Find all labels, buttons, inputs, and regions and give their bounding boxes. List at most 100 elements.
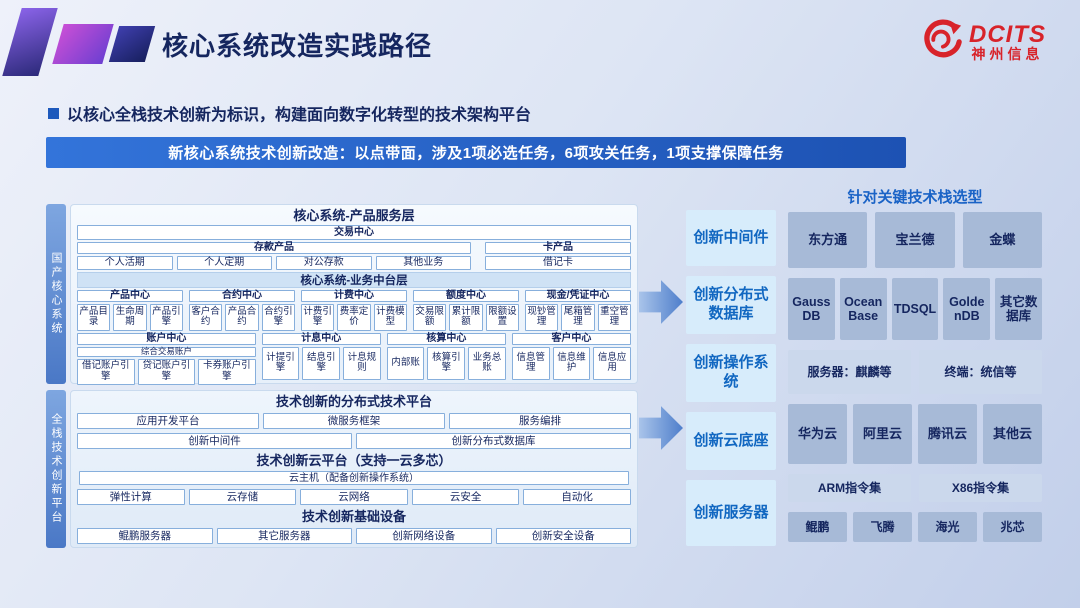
module-box: 计提引擎 [261, 346, 300, 380]
innovation-os-box: 创新操作系统 [686, 344, 776, 402]
module-box: 现钞管理 [525, 304, 559, 331]
module-box: 核算引擎 [427, 346, 466, 380]
module-box: 产品引擎 [149, 304, 183, 331]
right-arrow-icon [639, 280, 683, 324]
cloud-platform-title: 技术创新云平台（支持一云多芯） [256, 452, 452, 468]
deposit-products-header: 存款产品 [77, 242, 472, 254]
module-box: 合约引擎 [261, 304, 295, 331]
module-box: 卡券账户引擎 [198, 358, 256, 385]
infra-device-box: 创新网络设备 [356, 527, 492, 544]
module-box: 尾箱管理 [561, 304, 595, 331]
tech-platform-panel: 技术创新的分布式技术平台 应用开发平台微服务框架服务编排 创新中间件创新分布式数… [70, 390, 638, 548]
group-items: 内部账核算引擎业务总账 [386, 346, 506, 380]
platform-box: 应用开发平台 [77, 412, 259, 429]
center-group-customer: 客户中心 信息管理信息维护信息应用 [511, 332, 631, 380]
os-vendor-box: 终端：统信等 [919, 350, 1042, 394]
deposit-product-box: 对公存款 [276, 256, 372, 270]
innovation-server-box: 创新服务器 [686, 480, 776, 546]
page-title: 核心系统改造实践路径 [162, 31, 433, 61]
card-products-row: 借记卡 [485, 256, 631, 270]
group-items: 计提引擎结息引擎计息规则 [261, 346, 381, 380]
center-group-limit: 额度中心 交易限额累计限额限额设置 [413, 290, 519, 331]
cloud-host-box: 云主机（配备创新操作系统） [79, 471, 629, 486]
deposit-product-box: 个人定期 [176, 256, 273, 270]
cloud-vendor-box: 腾讯云 [918, 404, 977, 464]
database-vendor-box: OceanBase [839, 278, 887, 340]
group-items: 现钞管理尾箱管理重空管理 [525, 304, 631, 331]
module-box: 信息管理 [511, 346, 550, 380]
center-group-interest: 计息中心 计提引擎结息引擎计息规则 [261, 332, 381, 380]
group-title: 计息中心 [261, 332, 381, 345]
group-title: 账户中心 [77, 332, 256, 345]
module-box: 生命周期 [113, 304, 147, 331]
business-row-2: 账户中心 综合交易账户 借记账户引擎贷记账户引擎卡券账户引擎 计息中心 计提引擎… [77, 332, 631, 385]
logo-company: 神州信息 [971, 45, 1044, 62]
cloud-vendors-row: 华为云阿里云腾讯云其他云 [788, 404, 1042, 464]
database-vendor-box: 其它数据库 [995, 278, 1042, 340]
middleware-vendor-box: 金蝶 [962, 212, 1042, 268]
distributed-platform-row-2: 创新中间件创新分布式数据库 [77, 432, 631, 449]
group-title: 客户中心 [511, 332, 631, 345]
distributed-platform-row-1: 应用开发平台微服务框架服务编排 [77, 412, 631, 429]
group-title: 合约中心 [189, 290, 295, 302]
innovation-middleware-box: 创新中间件 [686, 210, 776, 266]
core-system-panel: 核心系统-产品服务层 交易中心 存款产品 个人活期个人定期对公存款其他业务 卡产… [70, 204, 638, 385]
cloud-vendor-box: 华为云 [788, 404, 847, 464]
module-box: 产品合约 [225, 304, 259, 331]
platform-box: 服务编排 [449, 412, 631, 429]
tech-stack-title: 针对关键技术栈选型 [847, 189, 983, 206]
module-box: 费率定价 [337, 304, 371, 331]
os-vendors-row: 服务器：麒麟等终端：统信等 [788, 350, 1042, 394]
module-box: 信息维护 [552, 346, 591, 380]
banner: 新核心系统技术创新改造：以点带面，涉及1项必选任务，6项攻关任务，1项支撑保障任… [46, 137, 906, 168]
module-box: 限额设置 [485, 304, 519, 331]
group-items: 借记账户引擎贷记账户引擎卡券账户引擎 [77, 358, 256, 385]
module-box: 贷记账户引擎 [137, 358, 196, 385]
group-items: 客户合约产品合约合约引擎 [189, 304, 295, 331]
module-box: 计费模型 [373, 304, 407, 331]
right-arrow-icon [639, 406, 683, 450]
os-vendor-box: 服务器：麒麟等 [788, 350, 911, 394]
module-box: 重空管理 [597, 304, 631, 331]
middleware-vendors-row: 东方通宝兰德金蝶 [788, 212, 1042, 268]
platform-box: 微服务框架 [263, 412, 445, 429]
bullet-square-icon [48, 107, 59, 119]
deposit-product-column: 存款产品 个人活期个人定期对公存款其他业务 [77, 242, 472, 270]
middleware-vendor-box: 宝兰德 [875, 212, 955, 268]
database-vendor-box: TDSQL [891, 278, 939, 340]
group-items: 交易限额累计限额限额设置 [413, 304, 519, 331]
group-title: 额度中心 [413, 290, 519, 302]
module-box: 信息应用 [593, 346, 631, 380]
subtitle: 以核心全栈技术创新为标识，构建面向数字化转型的技术架构平台 [48, 101, 531, 125]
cloud-vendor-box: 其他云 [983, 404, 1042, 464]
group-title: 核算中心 [386, 332, 506, 345]
chip-vendor-box: 海光 [918, 512, 977, 542]
header-decoration-icon [108, 26, 156, 62]
database-vendor-box: GoldenDB [943, 278, 991, 340]
distributed-platform-title: 技术创新的分布式技术平台 [275, 394, 432, 409]
infrastructure-row: 鲲鹏服务器其它服务器创新网络设备创新安全设备 [77, 527, 631, 544]
card-products-header: 卡产品 [485, 242, 631, 254]
header-decoration-icon [2, 8, 58, 76]
transaction-center-box: 交易中心 [77, 225, 631, 240]
platform-box: 创新中间件 [77, 432, 352, 449]
deposit-product-box: 个人活期 [77, 256, 173, 270]
account-sub-band: 综合交易账户 [77, 346, 256, 357]
cloud-service-box: 自动化 [523, 489, 631, 506]
cloud-service-box: 弹性计算 [77, 489, 185, 506]
middleware-vendor-box: 东方通 [788, 212, 868, 268]
group-title: 产品中心 [77, 290, 183, 302]
deposit-products-row: 个人活期个人定期对公存款其他业务 [77, 256, 472, 270]
module-box: 交易限额 [413, 304, 447, 331]
sidebar-label-domestic-core: 国产核心系统 [46, 204, 66, 384]
chip-vendor-box: 兆芯 [983, 512, 1042, 542]
module-box: 结息引擎 [302, 346, 341, 380]
logo-text: DCITS 神州信息 [969, 20, 1046, 62]
center-group-product: 产品中心 产品目录生命周期产品引擎 [77, 290, 183, 331]
logo-brand: DCITS [969, 20, 1046, 48]
deposit-product-box: 其他业务 [375, 256, 472, 270]
module-box: 计息规则 [343, 346, 381, 380]
